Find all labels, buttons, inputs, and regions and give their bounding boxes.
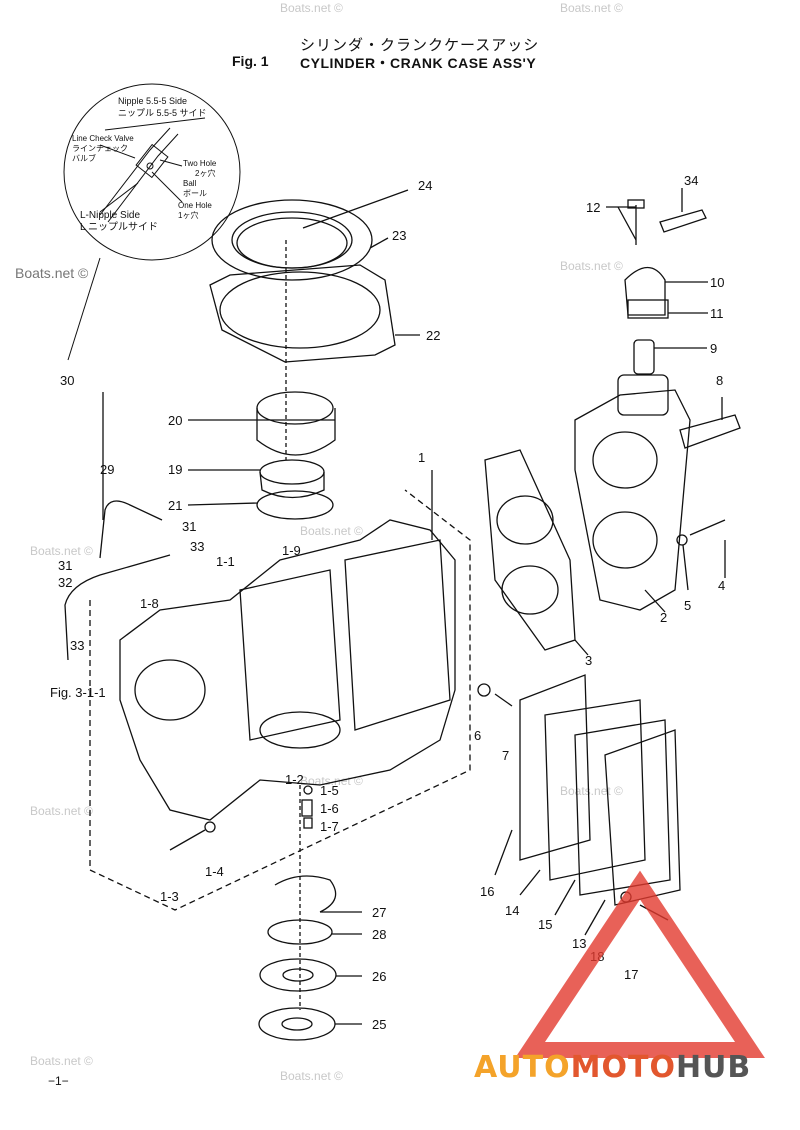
brand-wordmark: AUTOMOTOHUB	[474, 1050, 751, 1085]
callout-8: 8	[716, 373, 723, 388]
callout-1-7: 1-7	[320, 819, 339, 834]
callout-4: 4	[718, 578, 725, 593]
callout-2: 2	[660, 610, 667, 625]
nipple-side-label: Nipple 5.5-5 Side	[118, 96, 187, 106]
watermark: Boats.net ©	[560, 1, 623, 15]
callout-21: 21	[168, 498, 182, 513]
l-nipple-side-label: L-Nipple Side	[80, 210, 140, 221]
watermark-dark: Boats.net ©	[15, 265, 89, 281]
one-hole-label: One Hole	[178, 201, 212, 210]
callout-1-1: 1-1	[216, 554, 235, 569]
line-check-valve-label: Line Check Valve	[72, 134, 134, 143]
callout-1: 1	[418, 450, 425, 465]
fig-ref-label: Fig. 3-1-1	[50, 685, 106, 700]
callout-19: 19	[168, 462, 182, 477]
watermark: Boats.net ©	[30, 544, 93, 558]
title-japanese: シリンダ・クランクケースアッシ	[300, 36, 540, 54]
figure-label: Fig. 1	[232, 53, 269, 69]
callout-16: 16	[480, 884, 494, 899]
callout-9: 9	[710, 341, 717, 356]
watermarks: Boats.net © Boats.net © Boats.net © Boat…	[30, 1, 623, 1083]
l-nipple-side-jp-label: L ニップルサイド	[80, 221, 158, 233]
callout-26: 26	[372, 969, 386, 984]
ball-label: Ball	[183, 179, 197, 188]
brand-triangle-logo	[515, 870, 765, 1058]
callout-1-8: 1-8	[140, 596, 159, 611]
part-drawings	[64, 188, 741, 1041]
callout-29: 29	[100, 462, 114, 477]
line-check-valve-jp1: ラインチェック	[72, 144, 128, 153]
callout-31b: 31	[58, 558, 72, 573]
callout-5: 5	[684, 598, 691, 613]
title-english: CYLINDER・CRANK CASE ASS'Y	[300, 55, 537, 71]
callout-12: 12	[586, 200, 600, 215]
callout-20: 20	[168, 413, 182, 428]
callout-33b: 33	[70, 638, 84, 653]
callout-30: 30	[60, 373, 74, 388]
watermark: Boats.net ©	[30, 804, 93, 818]
inset-labels: Nipple 5.5-5 Side ニップル 5.5-5 サイド Line Ch…	[72, 96, 217, 233]
callout-1-3: 1-3	[160, 889, 179, 904]
callout-3: 3	[585, 653, 592, 668]
callout-1-6: 1-6	[320, 801, 339, 816]
callout-24: 24	[418, 178, 432, 193]
callout-27: 27	[372, 905, 386, 920]
callout-34: 34	[684, 173, 698, 188]
callout-22: 22	[426, 328, 440, 343]
callout-1-5: 1-5	[320, 783, 339, 798]
callout-23: 23	[392, 228, 406, 243]
callout-13: 13	[572, 936, 586, 951]
line-check-valve-jp2: バルブ	[72, 153, 96, 163]
nipple-side-jp-label: ニップル 5.5-5 サイド	[118, 108, 207, 118]
callout-32: 32	[58, 575, 72, 590]
brand-part-hub: HUB	[675, 1050, 752, 1085]
watermark: Boats.net ©	[300, 524, 363, 538]
watermark: Boats.net ©	[560, 259, 623, 273]
callout-25: 25	[372, 1017, 386, 1032]
callout-31: 31	[182, 519, 196, 534]
callout-labels: 24 23 22 20 19 21 1 12 34 10 11 9 8 4 5 …	[50, 173, 725, 1032]
watermark: Boats.net ©	[280, 1069, 343, 1083]
callout-1-2: 1-2	[285, 772, 304, 787]
two-hole-jp-label: 2ヶ穴	[195, 168, 215, 178]
watermark: Boats.net ©	[280, 1, 343, 15]
callout-6: 6	[474, 728, 481, 743]
one-hole-jp-label: 1ヶ穴	[178, 210, 198, 220]
watermark: Boats.net ©	[30, 1054, 93, 1068]
callout-28: 28	[372, 927, 386, 942]
callout-11: 11	[710, 306, 724, 321]
page-number: −1−	[48, 1074, 69, 1088]
callout-15: 15	[538, 917, 552, 932]
callout-14: 14	[505, 903, 519, 918]
brand-part-auto: AUTO	[474, 1050, 571, 1085]
callout-10: 10	[710, 275, 724, 290]
ball-jp-label: ボール	[183, 189, 207, 198]
callout-33: 33	[190, 539, 204, 554]
callout-1-9: 1-9	[282, 543, 301, 558]
callout-1-4: 1-4	[205, 864, 224, 879]
callout-7: 7	[502, 748, 509, 763]
callout-17: 17	[624, 967, 638, 982]
watermark: Boats.net ©	[560, 784, 623, 798]
brand-part-moto: MOTO	[570, 1050, 676, 1085]
two-hole-label: Two Hole	[183, 159, 217, 168]
inset-detail	[63, 83, 241, 361]
